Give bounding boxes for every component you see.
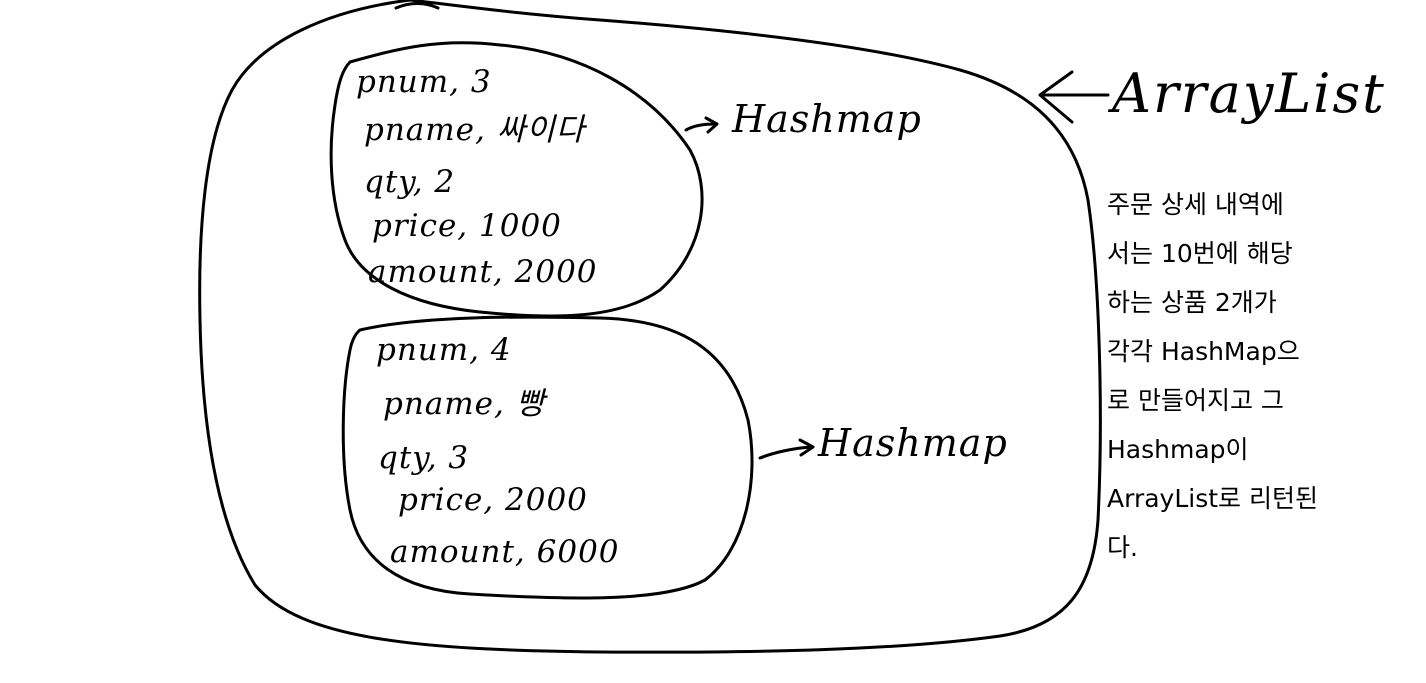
map1-entry-amount: amount, 2000 [368,254,598,290]
arrow-to-hashmap-2 [758,438,815,460]
hashmap-label-1: Hashmap [731,97,922,141]
note-line: 서는 10번에 해당 [1107,239,1293,268]
map1-entry-price: price, 1000 [372,208,562,244]
note-line: 하는 상품 2개가 [1107,288,1277,317]
note-line: Hashmap이 [1107,435,1249,464]
note-line: 주문 상세 내역에 [1107,190,1284,219]
map1-entry-pnum: pnum, 3 [356,64,492,100]
hashmap-label-2: Hashmap [817,421,1008,465]
map2-entry-pnum: pnum, 4 [376,332,512,368]
hashmap-outline-2 [341,315,754,600]
arrow-to-arraylist [1038,70,1110,124]
map1-entry-qty: qty, 2 [364,164,455,200]
map1-entry-pname: pname, 싸이다 [364,112,588,148]
note-line: 로 만들어지고 그 [1107,386,1284,415]
note-line: ArrayList로 리턴된 [1107,484,1318,513]
arrow-to-hashmap-1 [684,116,719,134]
arraylist-label: ArrayList [1107,62,1386,125]
map2-entry-qty: qty, 3 [378,440,469,476]
arraylist-outline [198,0,1102,654]
note-line: 각각 HashMap으 [1107,337,1300,366]
arraylist-outline-tail [394,2,440,10]
explanation-note: 주문 상세 내역에 서는 10번에 해당 하는 상품 2개가 각각 HashMa… [1107,180,1337,572]
map2-entry-pname: pname, 빵 [383,386,549,422]
note-line: 다. [1107,533,1138,562]
hashmap-outline-1 [329,41,704,318]
map2-entry-price: price, 2000 [398,482,588,518]
map2-entry-amount: amount, 6000 [390,534,620,570]
